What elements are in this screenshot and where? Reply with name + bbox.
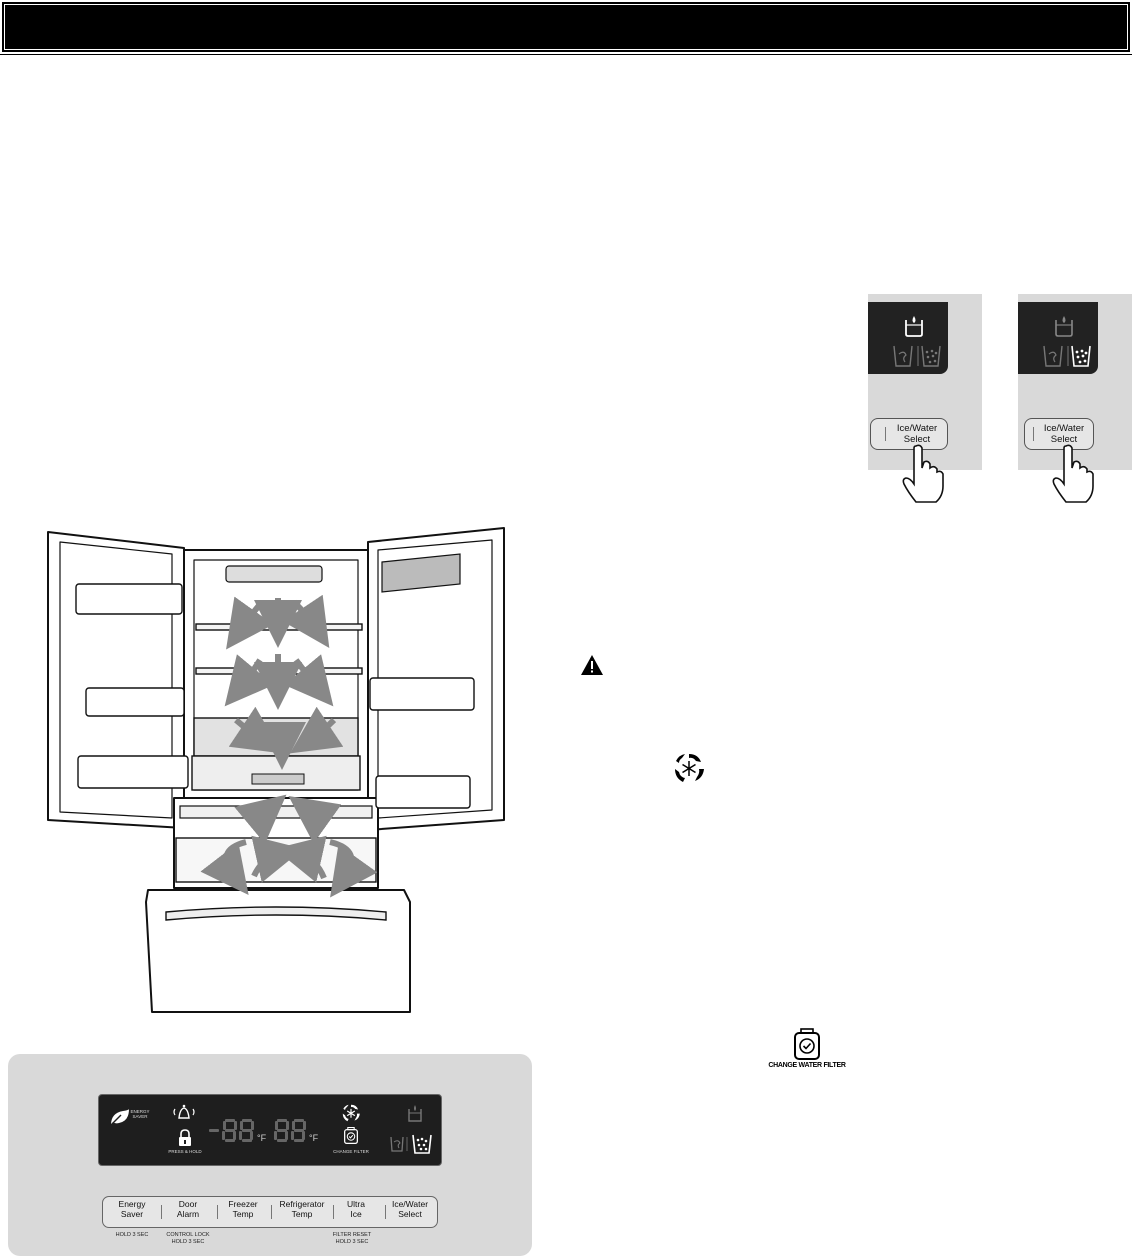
pointing-hand-icon xyxy=(902,444,944,503)
button-separator xyxy=(271,1205,272,1219)
door-alarm-bell-icon xyxy=(173,1104,195,1119)
control-display: ENERGY SAVER PRESS & HOLD °F xyxy=(98,1094,442,1166)
dispenser-mode-icons xyxy=(390,1105,432,1154)
button-label-line2: Temp xyxy=(232,1209,254,1219)
button-label-line2: Select xyxy=(1050,434,1078,445)
ultra-ice-icon xyxy=(675,754,704,782)
freezer-unit: °F xyxy=(257,1133,267,1143)
change-filter-label: CHANGE FILTER xyxy=(333,1149,369,1154)
button-separator xyxy=(333,1205,334,1219)
water-cup-icon xyxy=(1055,316,1073,337)
button-label-line1: Refrigerator xyxy=(279,1199,325,1209)
button-separator xyxy=(385,1205,386,1219)
dispenser-display xyxy=(868,302,948,374)
button-label-line1: Freezer xyxy=(228,1199,258,1209)
button-label-line2: Saver xyxy=(120,1209,144,1219)
button-label-line1: Door xyxy=(178,1199,198,1209)
button-label-line2: Temp xyxy=(291,1209,313,1219)
ice-cup-icons xyxy=(1043,345,1091,367)
ice-cup-icons xyxy=(893,345,941,367)
control-panel: ENERGY SAVER PRESS & HOLD °F xyxy=(8,1054,532,1256)
freezer-temp-digits xyxy=(209,1119,254,1142)
control-lock-icon xyxy=(179,1129,191,1146)
button-separator xyxy=(217,1205,218,1219)
button-label-line2: Ice xyxy=(350,1209,362,1219)
fridge-unit: °F xyxy=(309,1133,319,1143)
energy-saver-leaf-icon xyxy=(110,1109,129,1126)
refrigerator-airflow-illustration xyxy=(47,527,505,1013)
button-label-line1: Ultra xyxy=(347,1199,365,1209)
button-label-line1: Ice/Water xyxy=(1043,423,1085,434)
header-inner-border xyxy=(4,4,1128,50)
change-filter-display-icon xyxy=(344,1127,358,1145)
button-label-line1: Energy xyxy=(118,1199,146,1209)
water-cup-icon xyxy=(905,316,923,337)
energy-saver-display-label: ENERGY SAVER xyxy=(130,1109,150,1119)
button-label-line2: Select xyxy=(903,434,931,445)
button-label-line2: Select xyxy=(398,1209,422,1219)
button-separator xyxy=(161,1205,162,1219)
sublabel-line2: HOLD 3 SEC xyxy=(335,1239,369,1245)
button-label-line2: Alarm xyxy=(176,1209,200,1219)
header-bar xyxy=(0,0,1132,55)
change-water-filter-icon xyxy=(794,1028,820,1060)
sublabel-line1: FILTER RESET xyxy=(332,1232,372,1238)
sublabel-line2: HOLD 3 SEC xyxy=(171,1239,205,1245)
change-water-filter-label: CHANGE WATER FILTER xyxy=(768,1062,846,1069)
warning-icon xyxy=(581,655,603,675)
pointing-hand-icon xyxy=(1052,444,1094,503)
energy-saver-sublabel: HOLD 3 SEC xyxy=(115,1232,149,1238)
sublabel-line1: CONTROL LOCK xyxy=(166,1232,210,1238)
button-label-line1: Ice/Water xyxy=(391,1199,429,1209)
fridge-temp-digits xyxy=(274,1119,306,1142)
press-hold-label: PRESS & HOLD xyxy=(168,1149,202,1154)
dispenser-display xyxy=(1018,302,1098,374)
button-label-line1: Ice/Water xyxy=(896,423,938,434)
ultra-ice-display-icon xyxy=(342,1104,360,1122)
